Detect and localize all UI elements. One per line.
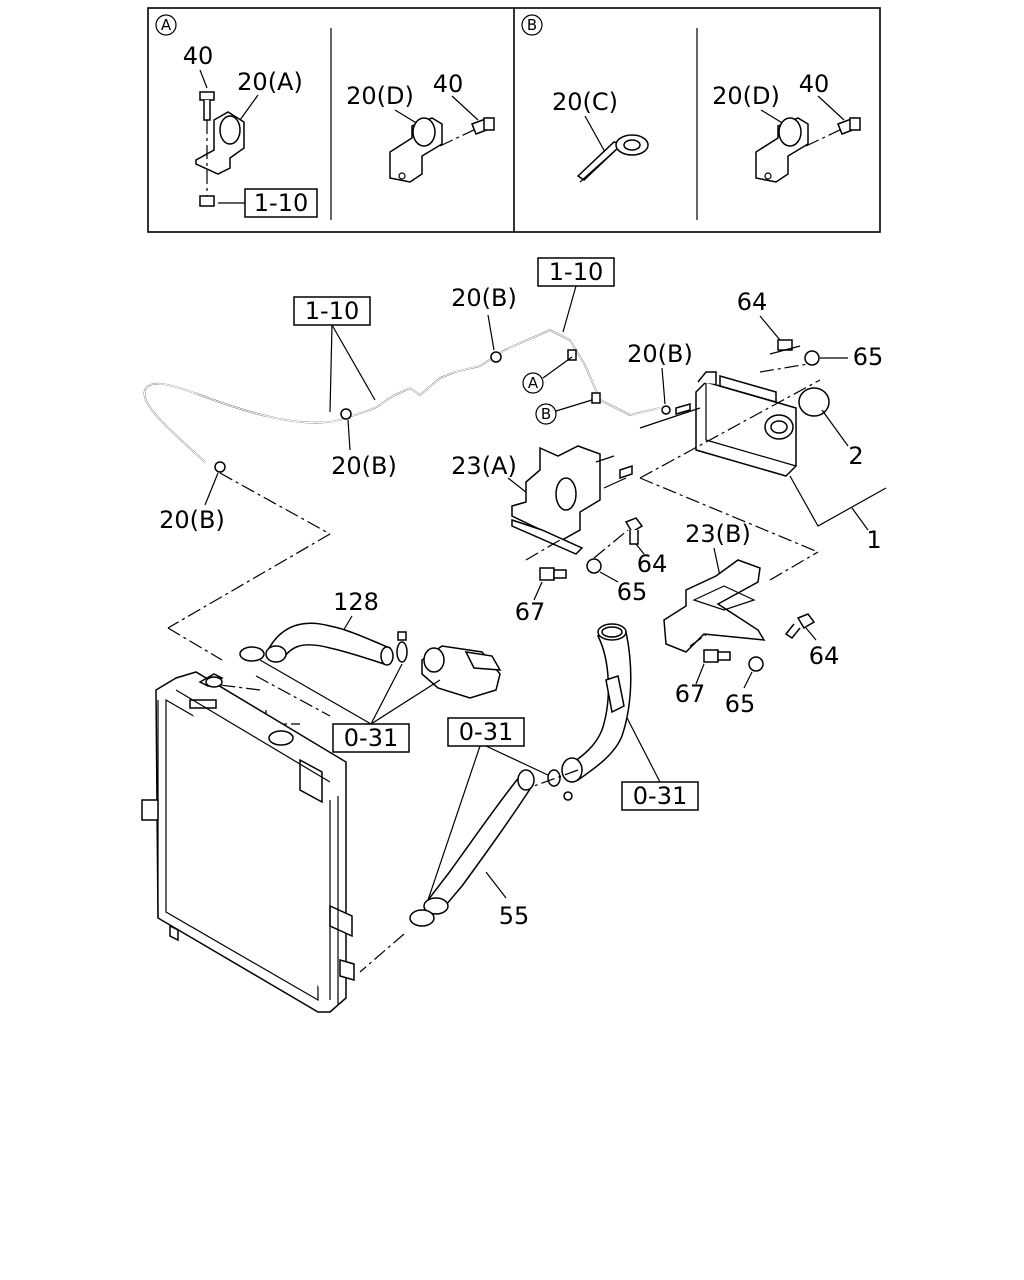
svg-text:20(A): 20(A) — [237, 68, 303, 96]
bracket-23a-fasteners: 64 65 67 — [515, 517, 668, 626]
hose-clips — [214, 351, 691, 473]
tank-cap: 2 — [798, 387, 864, 470]
tank-callout: 1 — [789, 475, 887, 554]
svg-text:20(B): 20(B) — [451, 284, 517, 312]
svg-text:0-31: 0-31 — [344, 724, 398, 752]
bracket-23b-fasteners: 64 67 65 — [675, 613, 840, 718]
svg-text:23(B): 23(B) — [685, 520, 751, 548]
svg-text:40: 40 — [433, 70, 464, 98]
svg-text:64: 64 — [637, 550, 668, 578]
panel-b-left-drawing: 20(C) — [552, 88, 649, 183]
panel-a-left-drawing: 40 20(A) 1-10 — [183, 42, 318, 218]
svg-text:0-31: 0-31 — [459, 718, 513, 746]
callout-20b-mid: 20(B) — [331, 419, 397, 480]
svg-text:64: 64 — [809, 642, 840, 670]
svg-text:A: A — [161, 16, 172, 34]
reserve-tank — [639, 371, 821, 479]
svg-text:2: 2 — [848, 442, 863, 470]
svg-text:1-10: 1-10 — [305, 297, 359, 325]
svg-text:A: A — [528, 374, 539, 392]
thermostat-housing — [421, 645, 502, 699]
callout-20b-left: 20(B) — [159, 472, 225, 534]
callout-20b-top: 20(B) — [451, 284, 517, 351]
svg-text:65: 65 — [725, 690, 756, 718]
svg-text:0-31: 0-31 — [633, 782, 687, 810]
svg-text:20(B): 20(B) — [159, 506, 225, 534]
inlet-pipe — [547, 623, 632, 801]
upper-hose-128: 128 — [239, 588, 408, 666]
ref-box-hose-left: 1-10 — [293, 296, 376, 413]
svg-text:20(B): 20(B) — [627, 340, 693, 368]
svg-text:1-10: 1-10 — [254, 189, 308, 217]
hose-marker-b: B — [535, 399, 593, 425]
svg-text:67: 67 — [515, 598, 546, 626]
ref-box-0-31-mid: 0-31 — [427, 717, 551, 901]
svg-text:B: B — [541, 405, 551, 423]
svg-text:20(D): 20(D) — [346, 82, 414, 110]
svg-text:20(D): 20(D) — [712, 82, 780, 110]
callout-20b-right: 20(B) — [627, 340, 693, 405]
svg-text:40: 40 — [799, 70, 830, 98]
ref-box-0-31-right: 0-31 — [621, 711, 699, 811]
detail-panel-frame — [147, 7, 881, 233]
svg-text:55: 55 — [499, 902, 530, 930]
tank-fasteners-top: 64 65 — [737, 288, 884, 373]
bracket-23b: 23(B) — [639, 477, 819, 653]
hose-marker-a: A — [522, 356, 573, 394]
svg-text:128: 128 — [333, 588, 379, 616]
panel-a-right-drawing: 20(D) 40 — [346, 70, 495, 183]
ref-box-0-31-left: 0-31 — [259, 659, 441, 753]
bracket-23a: 23(A) — [451, 445, 633, 555]
lower-hose-55: 55 — [359, 769, 579, 973]
svg-text:23(A): 23(A) — [451, 452, 517, 480]
svg-text:1: 1 — [866, 526, 881, 554]
radiator — [141, 671, 355, 1013]
svg-text:40: 40 — [183, 42, 214, 70]
svg-text:65: 65 — [853, 343, 884, 371]
panel-a-marker: A — [155, 14, 177, 36]
overflow-hose — [143, 329, 661, 463]
svg-text:20(B): 20(B) — [331, 452, 397, 480]
panel-b-marker: B — [521, 14, 543, 36]
svg-text:65: 65 — [617, 578, 648, 606]
svg-text:20(C): 20(C) — [552, 88, 618, 116]
svg-text:B: B — [527, 16, 537, 34]
panel-b-right-drawing: 20(D) 40 — [712, 70, 861, 183]
ref-box-hose-top: 1-10 — [537, 257, 615, 333]
svg-text:1-10: 1-10 — [549, 258, 603, 286]
svg-text:64: 64 — [737, 288, 768, 316]
svg-text:67: 67 — [675, 680, 706, 708]
